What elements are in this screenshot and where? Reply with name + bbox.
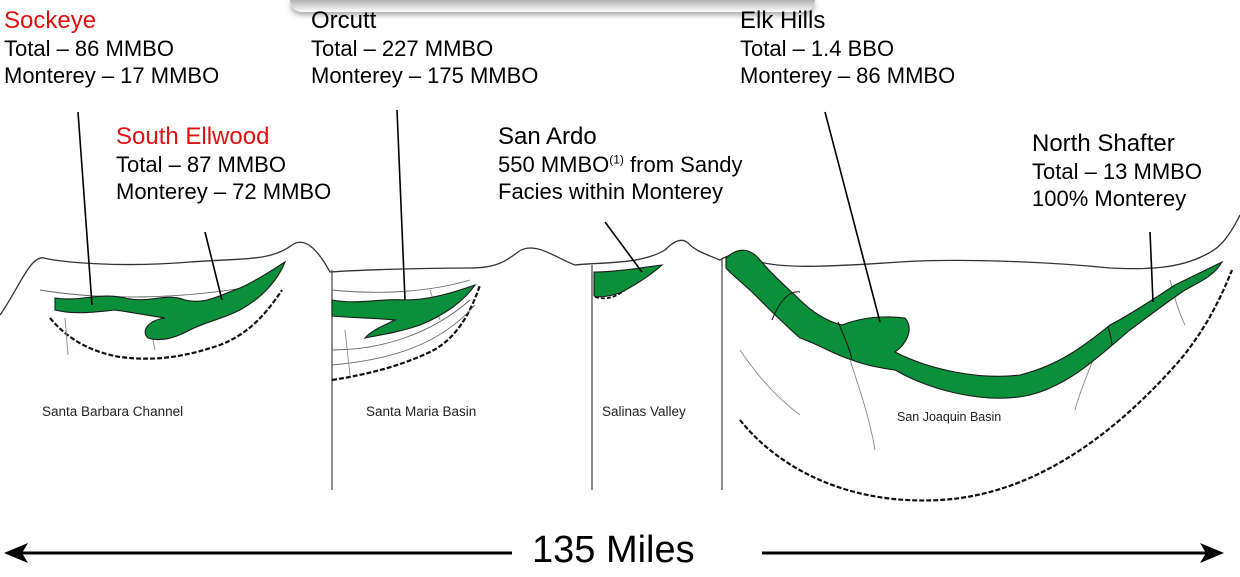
leader-orcutt [396, 109, 406, 301]
field-total-sockeye: Total – 86 MMBO [4, 36, 174, 61]
monterey-san-joaquin [725, 249, 1224, 399]
field-monterey-north-shafter: 100% Monterey [1032, 186, 1187, 211]
field-name-elk-hills: Elk Hills [740, 7, 826, 34]
basement-santa-barbara [49, 289, 283, 360]
field-name-south-ellwood: South Ellwood [116, 123, 270, 150]
footnote-marker: (1) [609, 152, 624, 167]
field-label-elk-hills: Elk Hills Total – 1.4 BBO Monterey – 86 … [740, 6, 955, 89]
field-name-orcutt: Orcutt [311, 7, 377, 34]
field-volume-san-ardo: 550 MMBO(1) from Sandy [498, 152, 743, 177]
field-label-sockeye: Sockeye Total – 86 MMBO Monterey – 17 MM… [4, 6, 219, 89]
leader-north-shafter [1149, 231, 1154, 303]
scale-bar-right-arrow [762, 543, 1224, 563]
basin-label-santa-maria: Santa Maria Basin [366, 404, 477, 419]
field-label-orcutt: Orcutt Total – 227 MMBO Monterey – 175 M… [311, 6, 538, 89]
field-label-south-ellwood: South Ellwood Total – 87 MMBO Monterey –… [116, 122, 331, 205]
field-total-orcutt: Total – 227 MMBO [311, 36, 494, 61]
field-label-north-shafter: North Shafter Total – 13 MMBO 100% Monte… [1032, 129, 1202, 212]
basement-san-joaquin [739, 269, 1234, 502]
monterey-san-ardo [593, 264, 664, 298]
field-monterey-orcutt: Monterey – 175 MMBO [311, 63, 539, 88]
monterey-santa-maria [331, 283, 477, 339]
surface-profile [0, 214, 1240, 316]
scale-bar-label: 135 Miles [532, 529, 695, 571]
field-monterey-elk-hills: Monterey – 86 MMBO [740, 63, 956, 88]
field-monterey-south-ellwood: Monterey – 72 MMBO [116, 179, 332, 204]
basin-label-santa-barbara: Santa Barbara Channel [42, 404, 184, 419]
basement-santa-maria [331, 284, 482, 382]
field-name-san-ardo: San Ardo [498, 123, 597, 150]
field-total-elk-hills: Total – 1.4 BBO [740, 36, 895, 61]
basin-label-salinas: Salinas Valley [602, 404, 686, 419]
field-label-san-ardo: San Ardo 550 MMBO(1) from Sandy Facies w… [498, 122, 743, 205]
field-name-north-shafter: North Shafter [1032, 130, 1175, 157]
field-total-north-shafter: Total – 13 MMBO [1032, 159, 1202, 184]
top-shadow-bar [290, 0, 815, 12]
leader-elk-hills [824, 111, 881, 323]
scale-bar-left-arrow [4, 543, 512, 563]
field-name-sockeye: Sockeye [4, 7, 97, 34]
basin-label-san-joaquin: San Joaquin Basin [897, 410, 1002, 424]
field-total-south-ellwood: Total – 87 MMBO [116, 152, 286, 177]
leader-san-ardo [604, 221, 643, 273]
monterey-santa-barbara [54, 260, 287, 341]
leader-south-ellwood [204, 231, 223, 301]
field-monterey-sockeye: Monterey – 17 MMBO [4, 63, 220, 88]
field-facies-san-ardo: Facies within Monterey [498, 179, 723, 204]
leader-sockeye [77, 111, 93, 306]
